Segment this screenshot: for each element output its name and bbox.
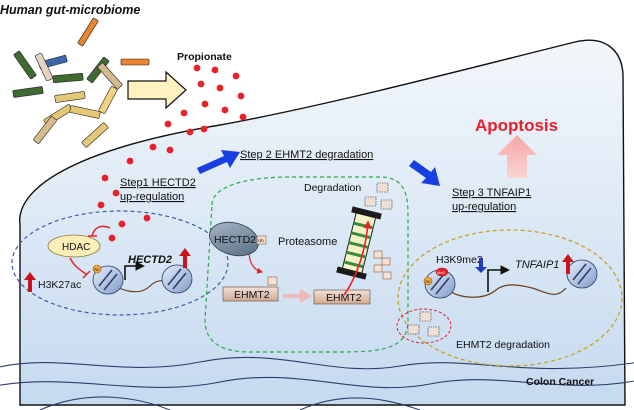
step3-label-line2: up-regulation (452, 201, 516, 213)
step1-to-step2-arrow (197, 150, 240, 174)
panel1-nucleus (11, 210, 229, 316)
degradation-arrow (343, 220, 372, 296)
panel3-dna (444, 284, 567, 298)
ehmt2-right-label: EHMT2 (326, 292, 362, 304)
hdac-label: HDAC (62, 242, 90, 253)
acetyl-tag-label: Ac (425, 279, 431, 284)
peptide-fragments (364, 182, 393, 210)
peptide-fragments (407, 311, 440, 337)
ub-tag (267, 276, 278, 286)
propionate-label: Propionate (177, 51, 232, 63)
release-arrow (127, 70, 187, 110)
acetyl-tag (92, 264, 102, 274)
degradation-label: Degradation (304, 182, 361, 194)
acetyl-tag-label: Ac (94, 267, 100, 272)
ehmt2-degradation-caption: EHMT2 degradation (456, 339, 550, 351)
step2-to-step3-arrow (409, 160, 440, 186)
panel1-nucleosome-1 (92, 265, 124, 295)
h3k27ac-label: H3K27ac (38, 279, 81, 291)
ehmt2-left-label: EHMT2 (234, 289, 270, 301)
tnfaip1-up-arrow (562, 254, 574, 274)
h3k9me2-down-arrow (475, 258, 487, 273)
tss-arrow (487, 265, 510, 292)
tss-arrow (124, 261, 145, 280)
panel3-nucleus (397, 229, 623, 367)
h3k27ac-up-arrow (24, 272, 36, 292)
methyl-tag-label: Me2 (437, 270, 446, 275)
ehmt2-box-right (313, 289, 371, 305)
hectd2-up-arrow (179, 248, 191, 268)
apoptosis-arrow (497, 135, 537, 178)
colon-cancer-label: Colon Cancer (526, 376, 594, 388)
ehmt2-box-left (222, 286, 279, 302)
methyl-tag (435, 267, 449, 277)
hdac-node (47, 234, 101, 258)
propionate-dots (97, 64, 247, 242)
step3-label-line1: Step 3 TNFAIP1 (452, 187, 531, 199)
apoptosis-label: Apoptosis (475, 116, 558, 135)
panel1-nucleosome-2 (161, 264, 193, 294)
hectd2-protein (209, 221, 259, 257)
proteasome-label: Proteasome (278, 236, 337, 248)
ub-tag-label: Ub (258, 238, 264, 243)
bacteria-cluster (12, 17, 150, 148)
ub-chain (373, 250, 392, 280)
ubiquitination-arrow (248, 253, 264, 274)
panel2-boundary (204, 176, 409, 353)
acetyl-tag (423, 276, 433, 286)
hectd2-protein-label: HECTD2 (214, 234, 256, 246)
transfer-arrow (283, 289, 312, 303)
h3k9me2-label: H3K9me2 (436, 254, 483, 266)
hdac-inhibition (69, 225, 111, 279)
step2-label: Step 2 EHMT2 degradation (240, 149, 373, 161)
colon-cancer-cell (19, 39, 626, 406)
tnfaip1-gene-label: TNFAIP1 (515, 259, 559, 271)
nucleosome-stripes (430, 263, 592, 295)
ub-tag (256, 235, 267, 245)
panel3-nucleosome-2 (566, 259, 598, 289)
diagram-title: Human gut-microbiome (0, 3, 140, 17)
step1-label-line1: Step1 HECTD2 (120, 177, 196, 189)
hectd2-gene-label: HECTD2 (128, 254, 172, 266)
nucleosome-stripes (98, 268, 187, 291)
step1-label-line2: up-regulation (120, 191, 184, 203)
ehmt2-degradation-zone (396, 308, 452, 344)
